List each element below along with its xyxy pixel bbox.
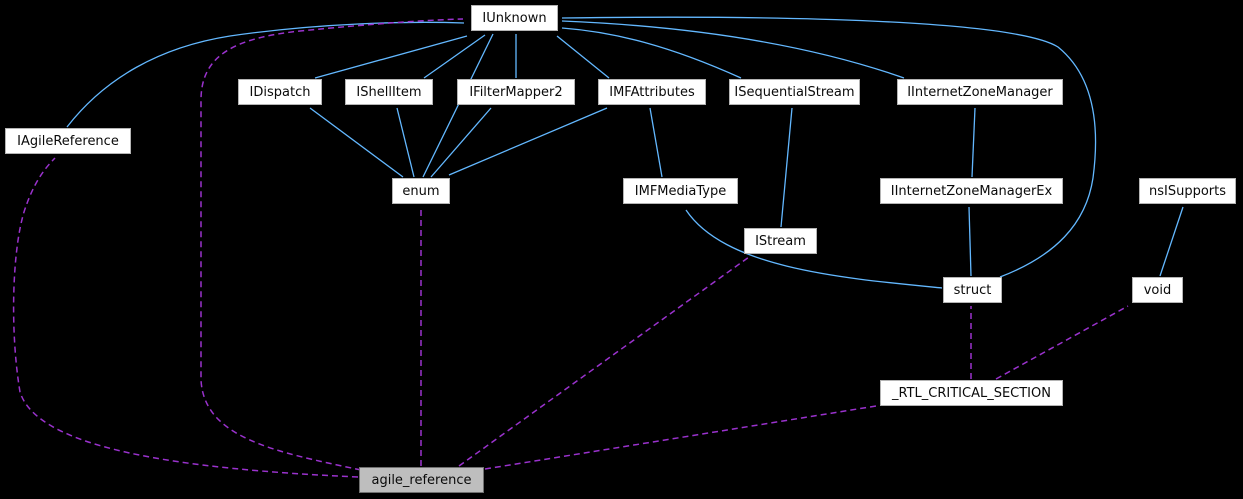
node-nsisupports[interactable]: nsISupports — [1139, 178, 1236, 204]
node-ifiltermapper2[interactable]: IFilterMapper2 — [457, 79, 575, 105]
edge-_rtl_critical_section-to-void — [995, 305, 1129, 380]
node-imfattributes[interactable]: IMFAttributes — [598, 79, 706, 105]
edge-enum-to-ifiltermapper2 — [430, 107, 492, 178]
edge-imfattributes-to-iunknown — [556, 35, 610, 79]
node-agile_reference[interactable]: agile_reference — [359, 467, 484, 493]
node-istream[interactable]: IStream — [744, 228, 817, 254]
edge-enum-to-imfattributes — [448, 107, 608, 176]
node-idispatch[interactable]: IDispatch — [238, 79, 322, 105]
node-enum[interactable]: enum — [392, 178, 450, 204]
edge-istream-to-isequentialstream — [780, 107, 793, 228]
node-struct[interactable]: struct — [943, 277, 1002, 303]
node-iinternetzonemanager[interactable]: IInternetZoneManager — [897, 79, 1063, 105]
edge-enum-to-ishellitem — [396, 107, 415, 178]
node-ishellitem[interactable]: IShellItem — [345, 79, 433, 105]
node-iunknown[interactable]: IUnknown — [471, 5, 558, 31]
node-_rtl_critical_section[interactable]: _RTL_CRITICAL_SECTION — [880, 380, 1063, 406]
node-imfmediatype[interactable]: IMFMediaType — [623, 178, 738, 204]
edge-agile_reference-to-iunknown — [200, 18, 464, 471]
edge-isequentialstream-to-iunknown — [561, 27, 742, 79]
edge-idispatch-to-iunknown — [314, 35, 468, 79]
edge-agile_reference-to-_rtl_critical_section — [484, 405, 877, 470]
edge-agile_reference-to-iagilereference — [12, 157, 359, 478]
edge-ishellitem-to-iunknown — [423, 34, 486, 79]
edge-enum-to-iunknown — [422, 33, 494, 178]
edge-enum-to-idispatch — [309, 107, 404, 178]
edge-iagilereference-to-iunknown — [66, 21, 465, 128]
edge-imfmediatype-to-imfattributes — [649, 107, 663, 178]
node-void[interactable]: void — [1132, 277, 1183, 303]
edge-void-to-nsisupports — [1159, 206, 1184, 277]
edge-iinternetzonemanagerex-to-iinternetzonemanager — [971, 107, 976, 178]
edge-struct-to-iinternetzonemanagerex — [968, 206, 972, 277]
node-iagilereference[interactable]: IAgileReference — [5, 128, 131, 154]
edge-struct-to-imfmediatype — [685, 209, 943, 289]
node-iinternetzonemanagerex[interactable]: IInternetZoneManagerEx — [880, 178, 1063, 204]
edge-iinternetzonemanager-to-iunknown — [561, 20, 905, 79]
node-isequentialstream[interactable]: ISequentialStream — [729, 79, 860, 105]
edge-struct-to-iunknown — [561, 16, 1097, 278]
